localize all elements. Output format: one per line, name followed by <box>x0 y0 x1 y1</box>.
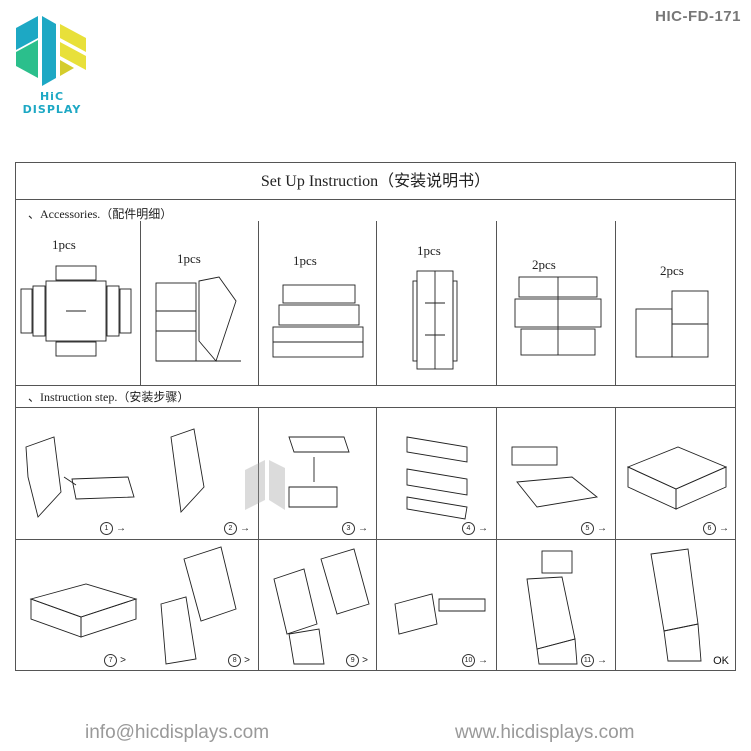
divider-short-drawing <box>514 276 602 356</box>
step-drawing <box>29 546 237 665</box>
step-drawing <box>650 548 702 662</box>
step-number: 8> <box>228 654 250 667</box>
accessory-item: 1pcs <box>16 221 140 385</box>
step-number: 11→ <box>581 654 607 667</box>
step-cell: 10→ <box>376 539 496 671</box>
steps-row-1: 1→ 2→ 3→ 4→ 5→ <box>16 407 735 539</box>
step-drawing <box>25 428 205 518</box>
step-cell: 7> 8> <box>16 539 258 671</box>
hic-cube-icon <box>16 16 86 86</box>
accessory-qty: 1pcs <box>417 243 441 258</box>
step-drawing <box>273 548 370 665</box>
step-cell: 9> <box>258 539 376 671</box>
accessories-label: 、Accessories.（配件明细） <box>28 207 173 221</box>
step-drawing <box>288 436 350 508</box>
section-divider <box>16 539 735 540</box>
step-ok: OK <box>713 655 729 667</box>
accessory-qty: 1pcs <box>293 253 317 268</box>
accessory-qty: 1pcs <box>52 237 76 252</box>
step-drawing <box>626 446 728 510</box>
step-number: 10→ <box>462 654 488 667</box>
accessory-item: 2pcs <box>496 221 615 385</box>
accessory-item: 1pcs <box>258 221 376 385</box>
step-number: 5→ <box>581 522 607 535</box>
step-drawing <box>406 436 468 520</box>
accessory-qty: 1pcs <box>177 251 201 266</box>
hic-logo: HiC DISPLAY <box>12 8 92 116</box>
step-number: 1→ <box>100 522 126 535</box>
accessory-item: 2pcs <box>615 221 737 385</box>
sheet-title: Set Up Instruction（安装说明书） <box>16 163 735 200</box>
step-number: 2→ <box>224 522 250 535</box>
accessory-item: 1pcs <box>376 221 496 385</box>
step-cell: 4→ <box>376 407 496 539</box>
step-cell: 11→ <box>496 539 615 671</box>
step-number: 9> <box>346 654 368 667</box>
header-panel-drawing <box>155 276 241 362</box>
instruction-sheet: Set Up Instruction（安装说明书） 、Accessories.（… <box>15 162 736 671</box>
steps-row-2: 7> 8> 9> 10→ 11→ <box>16 539 735 671</box>
section-divider <box>16 407 735 408</box>
product-code: HIC-FD-171 <box>655 8 741 25</box>
accessories-row: 1pcs 1pcs 1pcs <box>16 221 735 385</box>
accessory-qty: 2pcs <box>660 263 684 278</box>
step-number: 6→ <box>703 522 729 535</box>
side-panel-drawing <box>635 290 709 358</box>
step-number: 3→ <box>342 522 368 535</box>
tray-flat-drawing <box>20 265 132 357</box>
step-cell: OK <box>615 539 737 671</box>
step-cell: 1→ 2→ <box>16 407 258 539</box>
step-cell: 5→ <box>496 407 615 539</box>
divider-long-drawing <box>412 270 458 370</box>
step-number: 7> <box>104 654 126 667</box>
step-drawing <box>526 550 578 665</box>
instruction-label: 、Instruction step.（安装步骤） <box>28 390 190 404</box>
base-box-drawing <box>272 284 364 358</box>
step-cell: 3→ <box>258 407 376 539</box>
step-drawing <box>394 593 486 635</box>
accessory-qty: 2pcs <box>532 257 556 272</box>
section-divider <box>16 385 735 386</box>
step-number: 4→ <box>462 522 488 535</box>
footer-website[interactable]: www.hicdisplays.com <box>455 722 635 743</box>
footer-email[interactable]: info@hicdisplays.com <box>85 722 270 743</box>
step-cell: 6→ <box>615 407 737 539</box>
step-drawing <box>511 446 599 508</box>
accessory-item: 1pcs <box>140 221 258 385</box>
logo-text: HiC DISPLAY <box>22 90 82 116</box>
